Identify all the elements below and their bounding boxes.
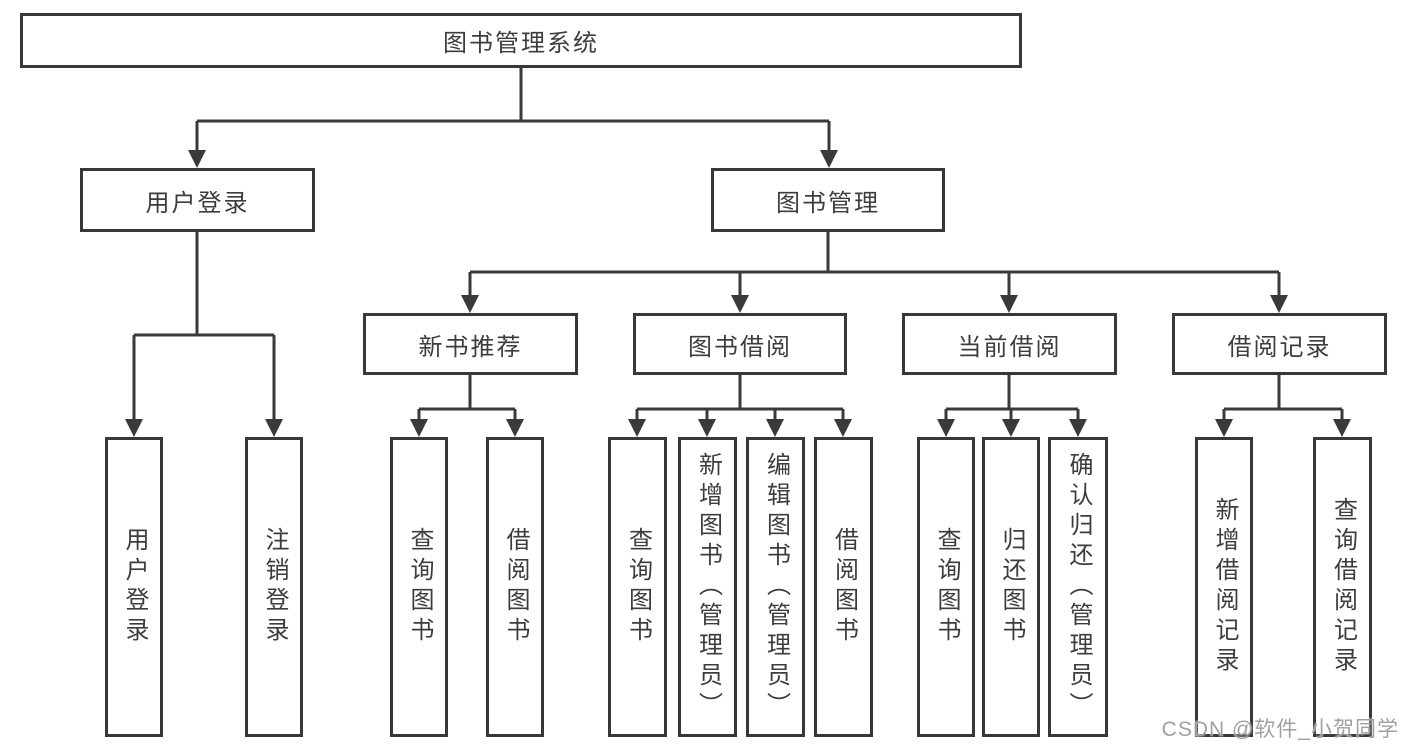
node-book-borrowing-label: 图书借阅 <box>688 333 792 361</box>
leaf-logout-label: 注销登录 <box>261 527 288 647</box>
connector-stems <box>132 68 1344 419</box>
csdn-watermark: CSDN @软件_小贺同学 <box>1161 718 1399 741</box>
node-book-management-label: 图书管理 <box>776 189 880 217</box>
leaf-query-books-recommend-label: 查询图书 <box>406 527 433 647</box>
leaf-add-book-admin-label: 新增图书（管理员） <box>694 452 722 722</box>
leaf-borrow-books-recommend: 借阅图书 <box>486 437 544 737</box>
leaf-query-books-current-label: 查询图书 <box>933 527 960 647</box>
leaf-query-books-borrowing-label: 查询图书 <box>624 527 652 647</box>
leaf-confirm-return-admin: 确认归还（管理员） <box>1048 437 1108 737</box>
node-library-system: 图书管理系统 <box>20 13 1022 68</box>
leaf-query-books-borrowing: 查询图书 <box>608 437 667 737</box>
node-new-book-recommend: 新书推荐 <box>363 313 578 375</box>
node-current-borrowing: 当前借阅 <box>902 313 1117 375</box>
node-user-login-label: 用户登录 <box>145 189 250 217</box>
leaf-add-book-admin: 新增图书（管理员） <box>678 437 737 737</box>
node-user-login: 用户登录 <box>80 168 315 232</box>
node-borrowing-records: 借阅记录 <box>1172 313 1387 375</box>
leaf-return-book-label: 归还图书 <box>998 527 1025 647</box>
leaf-query-books-recommend: 查询图书 <box>390 437 448 737</box>
leaf-query-books-current: 查询图书 <box>917 437 975 737</box>
node-book-borrowing: 图书借阅 <box>633 313 847 375</box>
leaf-borrow-books-borrowing: 借阅图书 <box>814 437 873 737</box>
leaf-query-borrow-record: 查询借阅记录 <box>1313 437 1372 737</box>
node-book-management: 图书管理 <box>711 168 945 232</box>
leaf-add-borrow-record-label: 新增借阅记录 <box>1211 497 1238 677</box>
leaf-add-borrow-record: 新增借阅记录 <box>1195 437 1253 737</box>
leaf-return-book: 归还图书 <box>982 437 1040 737</box>
leaf-edit-book-admin: 编辑图书（管理员） <box>746 437 805 737</box>
leaf-edit-book-admin-label: 编辑图书（管理员） <box>762 452 790 722</box>
node-library-system-label: 图书管理系统 <box>443 30 599 57</box>
leaf-confirm-return-admin-label: 确认归还（管理员） <box>1065 452 1092 722</box>
leaf-borrow-books-borrowing-label: 借阅图书 <box>830 527 858 647</box>
node-current-borrowing-label: 当前借阅 <box>957 333 1062 361</box>
leaf-logout: 注销登录 <box>245 437 303 737</box>
leaf-borrow-books-recommend-label: 借阅图书 <box>502 527 529 647</box>
leaf-user-login-label: 用户登录 <box>121 527 148 647</box>
leaf-user-login: 用户登录 <box>105 437 163 737</box>
leaf-query-borrow-record-label: 查询借阅记录 <box>1329 497 1357 677</box>
node-borrowing-records-label: 借阅记录 <box>1227 333 1332 361</box>
node-new-book-recommend-label: 新书推荐 <box>418 333 523 361</box>
